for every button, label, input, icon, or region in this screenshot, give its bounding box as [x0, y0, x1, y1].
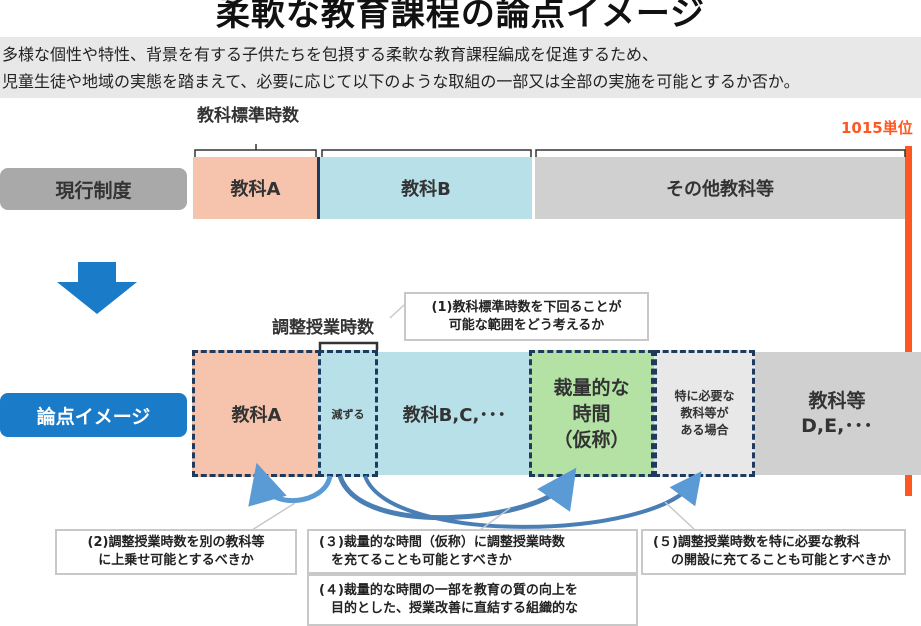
- issue-segment-subject-bc: 教科B,C,･･･: [377, 352, 532, 475]
- callout-3-line-1: (３)裁量的な時間（仮称）に調整授業時数: [319, 534, 565, 550]
- callout-5-line-2: の開設に充てることも可能とすべきか: [671, 553, 891, 568]
- callout-1-line-1: (1)教科標準時数を下回ることが: [431, 299, 622, 315]
- issue-segment-reduce: 減ずる: [318, 350, 378, 477]
- callout-2-line-2: に上乗せ可能とするべきか: [98, 553, 254, 568]
- special-line-2: 教科等が: [680, 406, 729, 420]
- current-segment-other-subjects: その他教科等: [535, 157, 905, 219]
- callout-4-line-1: (４)裁量的な時間の一部を教育の質の向上を: [319, 583, 578, 598]
- callout-5-leader: [664, 501, 696, 531]
- others-line-1: 教科等: [808, 389, 866, 412]
- limit-bar: [905, 146, 912, 496]
- callout-1: (1)教科標準時数を下回ることが 可能な範囲をどう考えるか: [404, 292, 649, 341]
- subject-b-bracket: [321, 149, 532, 157]
- callout-3-line-2: を充てることも可能とすべきか: [331, 552, 512, 568]
- callout-4: (４)裁量的な時間の一部を教育の質の向上を 目的とした、授業改善に直結する組織的…: [307, 574, 638, 626]
- intro-line-2: 児童生徒や地域の実態を踏まえて、必要に応じて以下のような取組の一部又は全部の実施…: [2, 72, 800, 91]
- issue-segment-special: 特に必要な 教科等が ある場合: [654, 350, 755, 477]
- page-title: 柔軟な教育課程の論点イメージ: [215, 0, 706, 34]
- arrow-to-subject-a: [248, 462, 333, 507]
- arrow-to-special: [363, 471, 702, 529]
- segment-divider: [317, 157, 320, 219]
- callout-1-leader: [389, 304, 405, 319]
- callout-2-leader: [251, 502, 296, 531]
- other-subjects-bracket: [535, 149, 906, 157]
- callout-2-line-1: (2)調整授業時数を別の教科等: [87, 535, 265, 550]
- adjusted-hours-label: 調整授業時数: [272, 318, 374, 338]
- callout-3: (３)裁量的な時間（仮称）に調整授業時数 を充てることも可能とすべきか: [307, 529, 638, 574]
- others-line-2: D,E,･･･: [801, 414, 873, 437]
- adjusted-hours-bracket: [318, 341, 379, 350]
- discretionary-line-2: 時間: [572, 402, 611, 425]
- callout-2: (2)調整授業時数を別の教科等 に上乗せ可能とするべきか: [55, 529, 297, 575]
- current-segment-subject-a: 教科A: [193, 157, 318, 219]
- down-arrow-icon: [57, 262, 137, 314]
- standard-hours-bracket: [194, 144, 317, 157]
- intro-line-1: 多様な個性や特性、背景を有する子供たちを包摂する柔軟な教育課程編成を促進するため…: [2, 45, 659, 64]
- limit-label: 1015単位: [841, 119, 913, 137]
- callout-3-leader: [479, 507, 511, 531]
- issue-segment-others: 教科等 D,E,･･･: [753, 352, 921, 475]
- standard-hours-label: 教科標準時数: [197, 106, 299, 126]
- issue-segment-discretionary: 裁量的な 時間 （仮称）: [529, 350, 654, 477]
- arrow-to-discretionary: [337, 467, 577, 521]
- current-system-pill: 現行制度: [0, 168, 187, 210]
- special-line-1: 特に必要な: [674, 389, 735, 403]
- callout-5: (５)調整授業時数を特に必要な教科 の開設に充てることも可能とすべきか: [641, 529, 906, 575]
- discretionary-line-1: 裁量的な: [553, 376, 630, 399]
- issue-image-pill: 論点イメージ: [0, 393, 187, 437]
- discretionary-line-3: （仮称）: [553, 428, 630, 451]
- callout-1-line-2: 可能な範囲をどう考えるか: [448, 317, 605, 333]
- callout-4-line-2: 目的とした、授業改善に直結する組織的な: [331, 601, 579, 616]
- intro-text: 多様な個性や特性、背景を有する子供たちを包摂する柔軟な教育課程編成を促進するため…: [0, 37, 921, 98]
- current-segment-subject-b: 教科B: [320, 157, 532, 219]
- callout-5-line-1: (５)調整授業時数を特に必要な教科: [653, 535, 860, 550]
- special-line-3: ある場合: [680, 423, 729, 437]
